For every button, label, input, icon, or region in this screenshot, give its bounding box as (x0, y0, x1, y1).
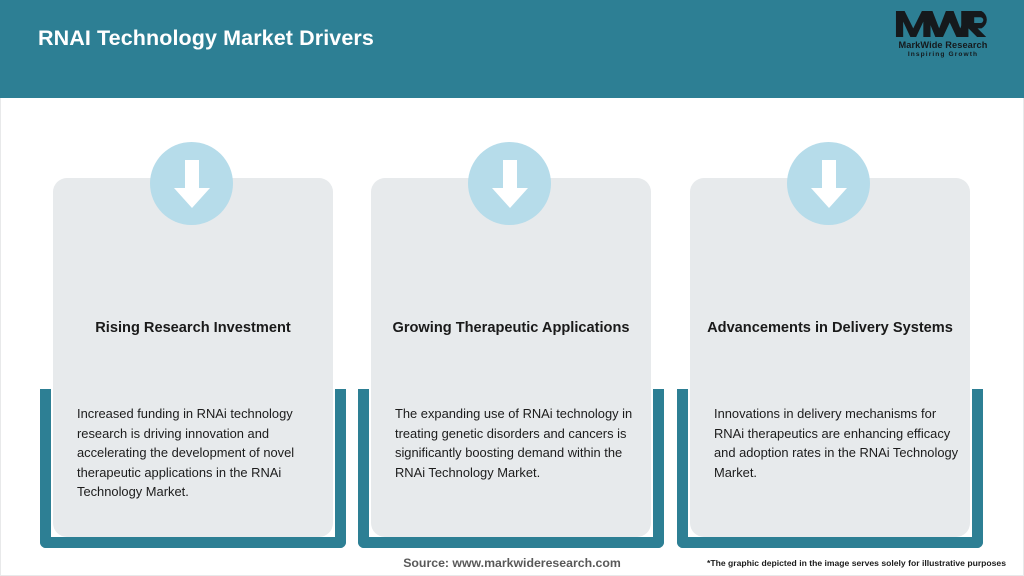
card-body-text: Innovations in delivery mechanisms for R… (714, 406, 959, 480)
card-title: Growing Therapeutic Applications (392, 320, 630, 336)
down-arrow-badge (468, 142, 551, 225)
disclaimer-label: *The graphic depicted in the image serve… (707, 558, 1006, 568)
logo-company-name: MarkWide Research (898, 40, 988, 50)
card-panel: Rising Research Investment Increased fun… (53, 178, 333, 537)
card-body-text: Increased funding in RNAi technology res… (77, 406, 295, 499)
down-arrow-icon (491, 159, 528, 208)
card-panel: Growing Therapeutic Applications The exp… (371, 178, 651, 537)
card-bracket-frame (677, 389, 983, 548)
brand-logo: MarkWide Research Inspiring Growth (884, 9, 1002, 65)
mwr-monogram-icon (895, 11, 987, 37)
down-arrow-icon (810, 159, 847, 208)
driver-cards-row: Rising Research Investment Increased fun… (0, 98, 1024, 576)
card-bracket-frame (358, 389, 664, 548)
source-label: Source: www.markwideresearch.com (403, 556, 621, 570)
card-panel: Advancements in Delivery Systems Innovat… (690, 178, 970, 537)
card-title: Rising Research Investment (95, 320, 291, 336)
driver-card: Advancements in Delivery Systems Innovat… (677, 98, 983, 576)
card-body-text: The expanding use of RNAi technology in … (395, 406, 633, 480)
down-arrow-badge (150, 142, 233, 225)
header-bar: RNAI Technology Market Drivers MarkWide … (0, 0, 1024, 98)
card-title: Advancements in Delivery Systems (707, 320, 953, 336)
down-arrow-badge (787, 142, 870, 225)
driver-card: Rising Research Investment Increased fun… (40, 98, 346, 576)
page-title: RNAI Technology Market Drivers (38, 26, 374, 50)
down-arrow-icon (173, 159, 210, 208)
logo-tagline: Inspiring Growth (907, 51, 979, 58)
driver-card: Growing Therapeutic Applications The exp… (358, 98, 664, 576)
card-bracket-frame (40, 389, 346, 548)
